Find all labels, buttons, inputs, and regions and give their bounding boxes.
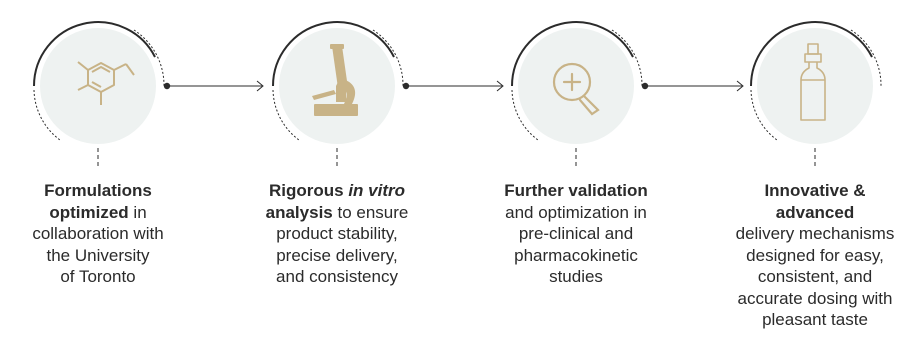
step-2-italic-in-vitro: in vitro [348,181,405,200]
step-3-line-3: pre-clinical and [518,224,634,243]
step-4-bold-line-2: advanced [775,202,855,222]
step-2-node [272,21,404,166]
step-1-bold-line-2: optimized [49,202,129,222]
step-2-bold-line-2: analysis [265,202,333,222]
step-2-line-3: product stability, [276,224,398,243]
step-4-circle [757,28,873,144]
step-1-arc-solid [33,21,156,87]
step-3-arc-solid [511,21,634,87]
step-1-line-5: of Toronto [60,267,136,286]
step-3-circle [518,28,634,144]
step-3-bold-line-1: Further validation [504,181,648,200]
step-2-arc-dotted-right [372,29,404,87]
spray-bottle-icon [800,43,826,121]
step-3-arc-dotted-left [511,89,539,141]
step-4-bold-line-1: Innovative & [764,181,866,200]
step-1-arc-dotted-right [133,29,165,87]
step-1-line-2-rest: in [128,202,147,222]
step-4-line-6: accurate dosing with [737,288,893,308]
step-4-arc-dotted-left [750,89,778,141]
connector-2-3 [402,80,504,92]
molecule-icon [77,61,135,105]
magnifier-plus-icon [552,62,600,116]
step-1-bold-line-1: Formulations [44,181,152,200]
step-2-description: Rigorous in vitro analysis to ensure pro… [249,180,425,288]
connector-1-2 [163,80,264,92]
step-3-line-2: and optimization in [505,202,647,222]
step-2-bold-line-1: Rigorous [268,181,349,200]
step-4-node [750,21,882,166]
step-4-description: Innovative & advanced delivery mechanism… [727,180,903,331]
step-1-node [33,21,165,166]
step-4-arc-solid [750,21,873,87]
microscope-icon [312,44,358,116]
step-3-line-5: studies [549,267,603,286]
step-3-arc-dotted-right [611,29,643,87]
step-4-line-3: delivery mechanisms [735,224,895,243]
connector-3-4 [641,80,744,92]
step-4-arc-dotted-right [850,29,882,87]
step-2-line-5: and consistency [276,267,398,286]
step-3-line-4: pharmacokinetic [514,245,638,265]
step-1-description: Formulations optimized in collaboration … [10,180,186,288]
step-3-node [511,21,643,166]
step-3-description: Further validation and optimization in p… [488,180,664,288]
step-2-line-4: precise delivery, [276,245,398,265]
step-1-arc-dotted-left [33,89,61,141]
process-diagram [33,21,882,166]
step-4-line-5: consistent, and [757,267,873,286]
step-2-arc-solid [272,21,395,87]
step-4-line-7: pleasant taste [762,310,868,329]
step-1-line-3: collaboration with [32,224,164,243]
step-4-line-4: designed for easy, [746,245,884,265]
step-1-line-4: the University [46,245,150,265]
step-2-line-2-rest: to ensure [332,202,409,222]
step-2-arc-dotted-left [272,89,300,141]
